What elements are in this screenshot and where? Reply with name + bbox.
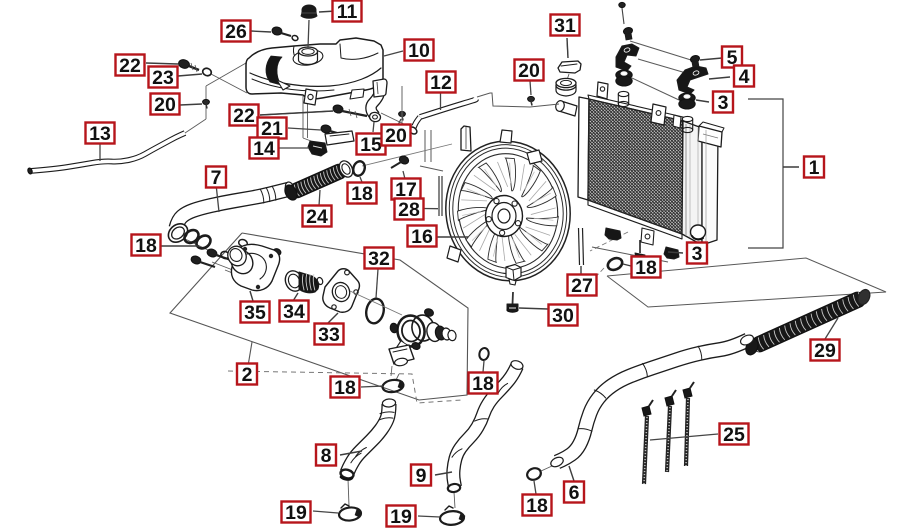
- svg-text:5: 5: [727, 47, 738, 69]
- svg-text:31: 31: [554, 15, 576, 37]
- svg-text:19: 19: [285, 502, 307, 524]
- svg-text:18: 18: [635, 257, 657, 279]
- svg-text:26: 26: [225, 21, 247, 43]
- svg-text:2: 2: [242, 364, 253, 386]
- svg-text:20: 20: [385, 125, 407, 147]
- svg-text:30: 30: [552, 305, 574, 327]
- svg-text:16: 16: [411, 226, 433, 248]
- svg-text:18: 18: [135, 235, 157, 257]
- svg-text:27: 27: [571, 275, 593, 297]
- svg-text:18: 18: [351, 183, 373, 205]
- svg-text:18: 18: [472, 373, 494, 395]
- svg-text:29: 29: [814, 340, 836, 362]
- svg-text:10: 10: [408, 40, 430, 62]
- svg-text:23: 23: [152, 67, 174, 89]
- svg-text:6: 6: [569, 482, 580, 504]
- svg-text:3: 3: [718, 92, 729, 114]
- svg-text:32: 32: [368, 248, 390, 270]
- svg-text:28: 28: [398, 199, 420, 221]
- svg-text:18: 18: [526, 495, 548, 517]
- svg-text:22: 22: [233, 105, 255, 127]
- svg-text:35: 35: [244, 302, 266, 324]
- svg-text:20: 20: [518, 60, 540, 82]
- svg-text:25: 25: [723, 424, 745, 446]
- svg-text:18: 18: [334, 377, 356, 399]
- svg-text:22: 22: [119, 55, 141, 77]
- svg-text:15: 15: [360, 134, 382, 156]
- svg-text:3: 3: [692, 243, 703, 265]
- svg-text:12: 12: [430, 72, 452, 94]
- svg-text:7: 7: [211, 167, 222, 189]
- svg-text:33: 33: [318, 324, 340, 346]
- svg-text:19: 19: [390, 506, 412, 528]
- svg-text:13: 13: [89, 123, 111, 145]
- svg-text:11: 11: [337, 1, 358, 23]
- svg-text:20: 20: [154, 94, 176, 116]
- svg-text:9: 9: [416, 465, 427, 487]
- svg-text:8: 8: [321, 445, 332, 467]
- svg-text:14: 14: [253, 138, 275, 160]
- svg-text:34: 34: [283, 301, 305, 323]
- svg-text:1: 1: [809, 157, 820, 179]
- svg-text:24: 24: [306, 206, 328, 228]
- svg-text:4: 4: [739, 66, 750, 88]
- svg-text:17: 17: [395, 179, 417, 201]
- svg-text:21: 21: [261, 118, 283, 140]
